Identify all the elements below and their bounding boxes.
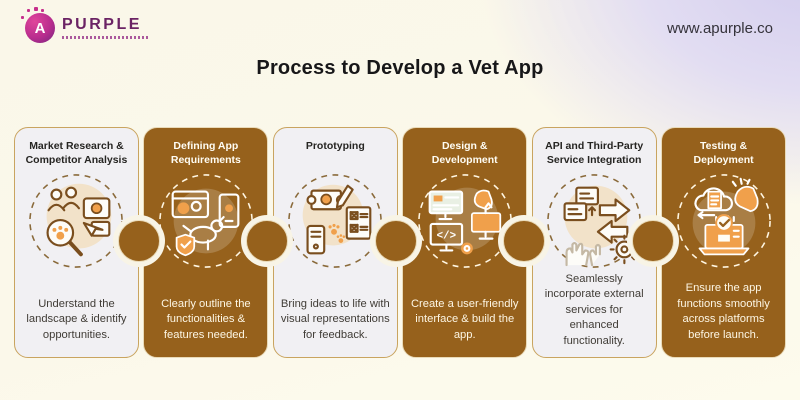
- step-card-testing-deployment: Testing & Deployment: [661, 127, 787, 358]
- purple-logo-icon: A: [21, 7, 55, 43]
- step-card-design-development: Design & Development </>: [402, 127, 528, 358]
- logo-tagline-bar: [62, 36, 148, 39]
- step-title: Defining App Requirements: [170, 140, 241, 166]
- connector-bump: [375, 220, 417, 262]
- step-description: Create a user-friendly interface & build…: [410, 297, 519, 341]
- step-card-app-requirements: Defining App Requirements: [143, 127, 269, 358]
- brand-name: Purple: [62, 16, 142, 33]
- connector-bump: [246, 220, 288, 262]
- step-title: API and Third-Party Service Integration: [545, 140, 644, 166]
- step-description: Ensure the app functions smoothly across…: [677, 282, 770, 341]
- code-glyph: </>: [436, 231, 455, 243]
- step-description: Clearly outline the functionalities & fe…: [161, 297, 251, 341]
- brand-logo[interactable]: A Purple: [21, 7, 148, 43]
- step-card-prototyping: Prototyping: [272, 127, 398, 358]
- logo-letter: A: [34, 19, 46, 37]
- api-integration-icon: [545, 172, 643, 270]
- step-title: Market Research & Competitor Analysis: [25, 140, 128, 166]
- step-description: Understand the landscape & identify oppo…: [26, 297, 127, 341]
- step-title: Prototyping: [305, 140, 365, 152]
- page-title: Process to Develop a Vet App: [256, 57, 544, 79]
- step-description: Bring ideas to life with visual represen…: [280, 297, 390, 341]
- step-title: Design & Development: [431, 140, 498, 166]
- step-description: Seamlessly incorporate external services…: [544, 273, 644, 347]
- market-research-icon: [27, 172, 125, 270]
- app-requirements-icon: [157, 172, 255, 270]
- connector-bump: [632, 220, 674, 262]
- connector-bump: [118, 220, 160, 262]
- prototyping-icon: [286, 172, 384, 270]
- website-link[interactable]: www.apurple.co: [667, 20, 773, 37]
- connector-bump: [503, 220, 545, 262]
- design-development-icon: </>: [416, 172, 514, 270]
- testing-deployment-icon: [675, 172, 773, 270]
- step-title: Testing & Deployment: [693, 140, 754, 166]
